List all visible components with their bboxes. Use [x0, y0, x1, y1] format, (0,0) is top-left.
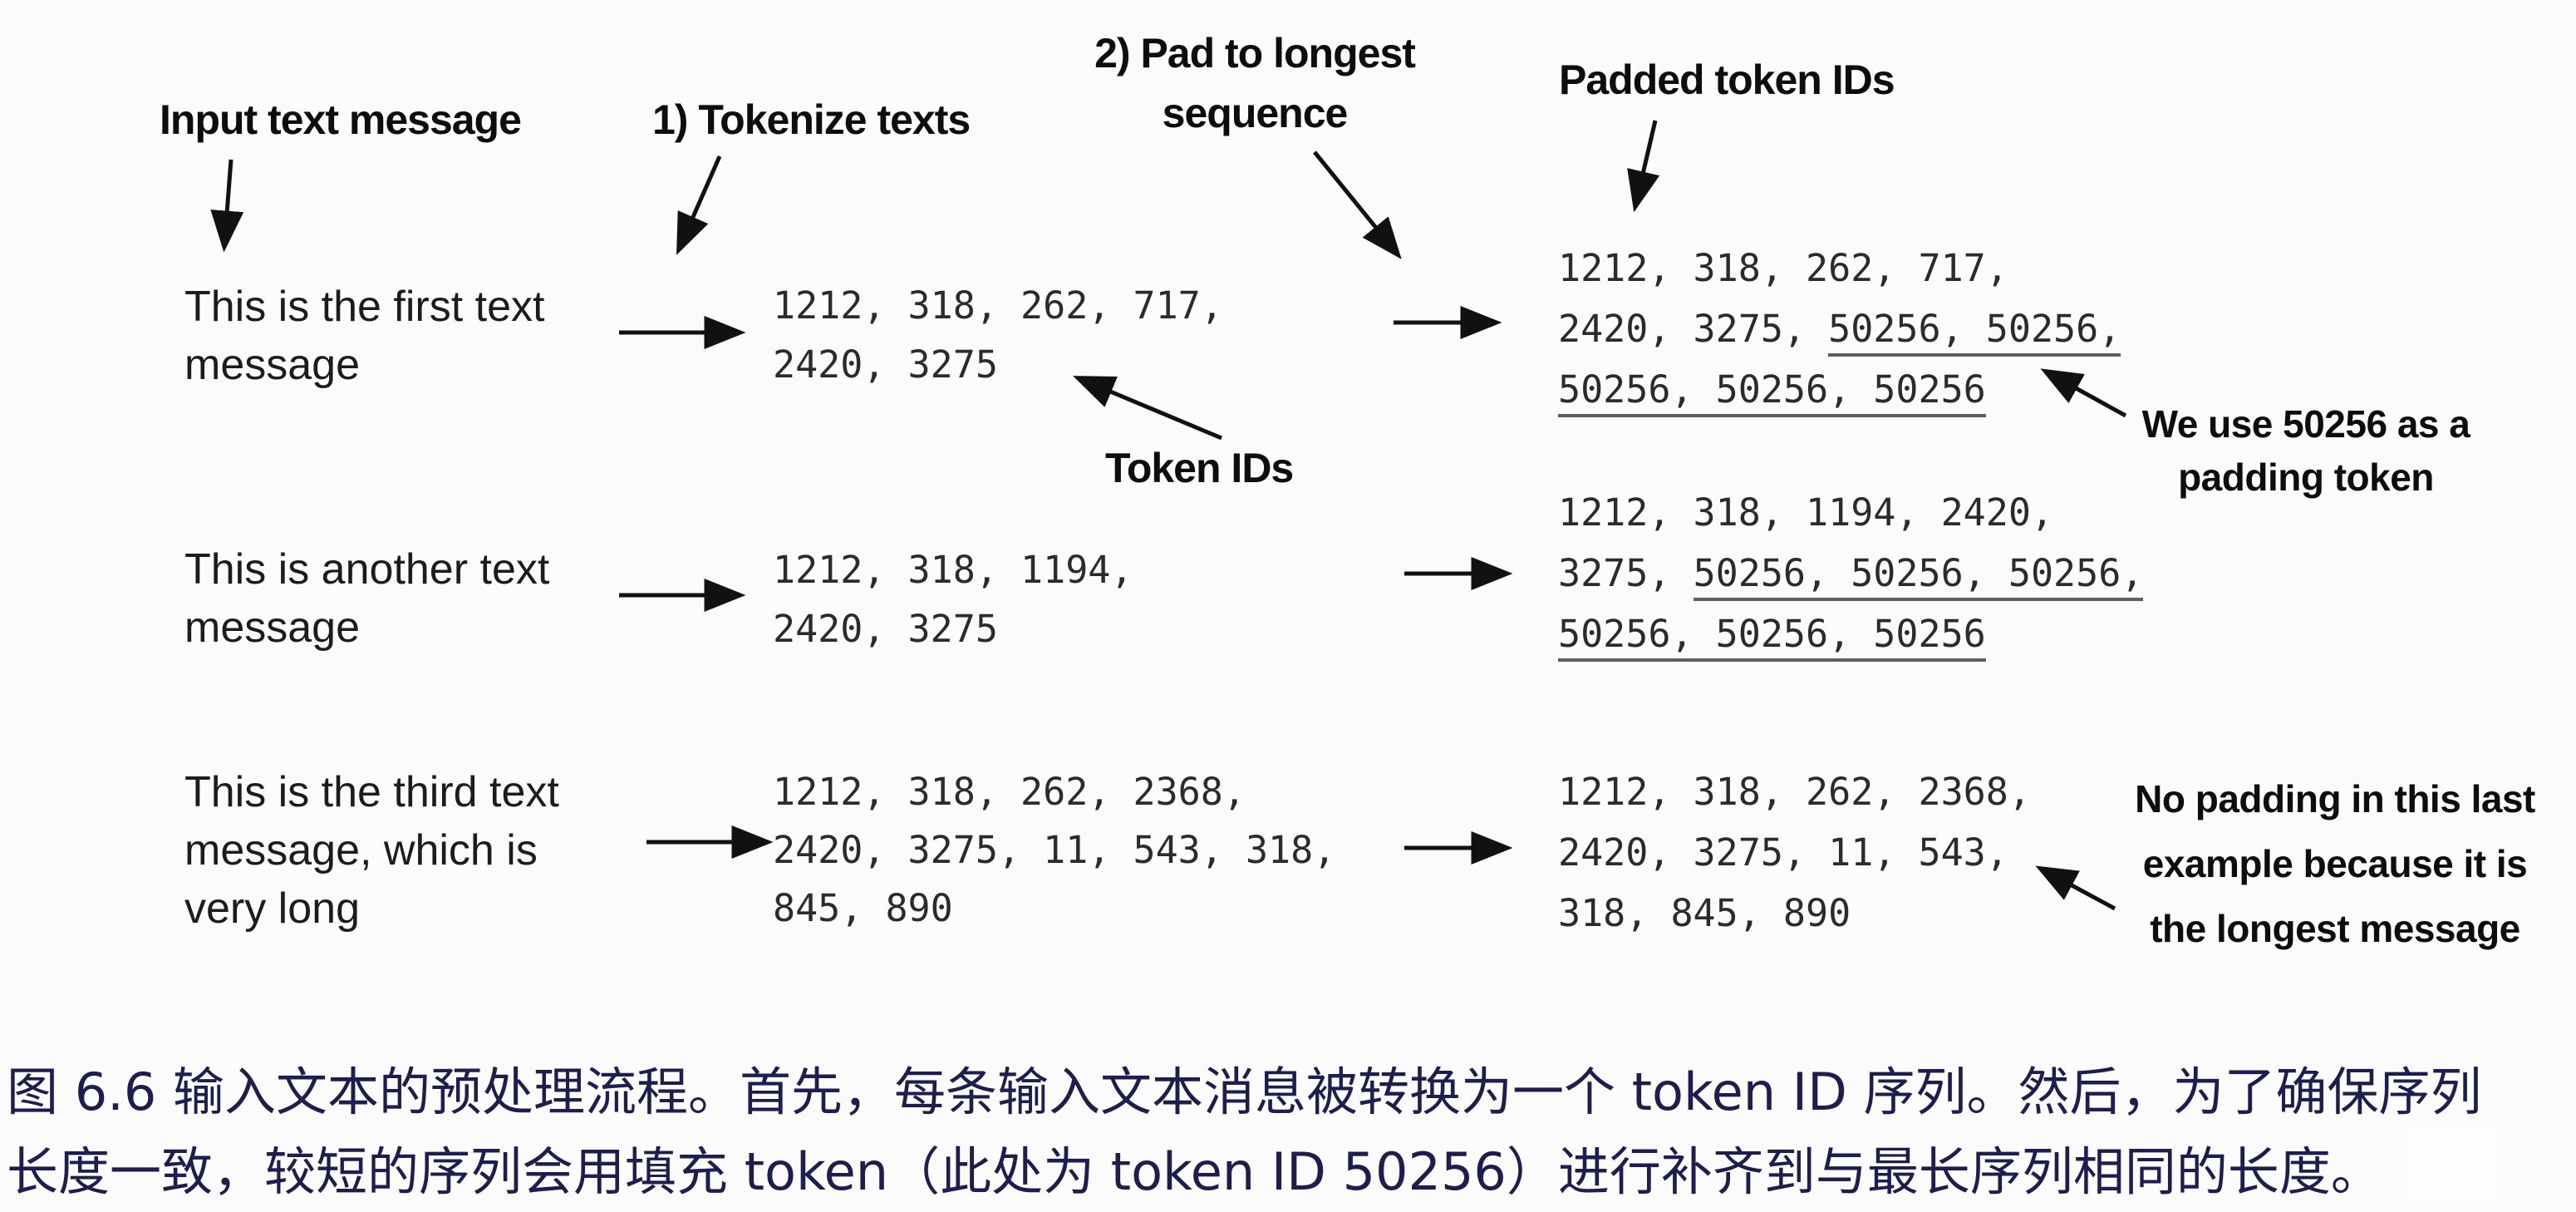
padded-token-ids-1: 1212, 318, 262, 717, 2420, 3275, 50256, …: [1558, 238, 2121, 420]
token-ids-2: 1212, 318, 1194, 2420, 3275: [773, 540, 1133, 658]
arrow-input-label-to-message: [210, 159, 244, 253]
padded-2-line3-padding: 50256, 50256, 50256: [1558, 612, 1986, 662]
note-no-padding-line1: No padding in this last: [2135, 777, 2535, 820]
message-1-line2: message: [184, 341, 360, 389]
message-3-line2: message, which is: [184, 826, 538, 875]
figure-caption-line2: 长度一致，较短的序列会用填充 token（此处为 token ID 50256）…: [7, 1141, 2382, 1202]
label-padded-token-ids: Padded token IDs: [1559, 57, 1895, 103]
padded-2-line2-padding: 50256, 50256, 50256,: [1693, 551, 2144, 601]
figure-caption: 图 6.6 输入文本的预处理流程。首先，每条输入文本消息被转换为一个 token…: [7, 1052, 2569, 1212]
note-no-padding: No padding in this last example because …: [2111, 766, 2559, 961]
message-3-line1: This is the third text: [184, 768, 559, 816]
message-2-line2: message: [184, 604, 360, 652]
padded-3-line3: 318, 845, 890: [1558, 891, 1851, 935]
padded-3-line2: 2420, 3275, 11, 543,: [1558, 830, 2008, 875]
token-ids-1: 1212, 318, 262, 717, 2420, 3275: [773, 276, 1223, 394]
token-ids-1-line2: 2420, 3275: [773, 342, 998, 387]
padded-1-line3-padding: 50256, 50256, 50256: [1558, 367, 1986, 417]
label-tokenize-texts: 1) Tokenize texts: [652, 96, 971, 143]
padded-1-line2-padding: 50256, 50256,: [1828, 307, 2121, 357]
label-token-ids: Token IDs: [1105, 445, 1294, 491]
token-ids-2-line1: 1212, 318, 1194,: [773, 548, 1133, 592]
padded-token-ids-3: 1212, 318, 262, 2368, 2420, 3275, 11, 54…: [1558, 761, 2031, 943]
token-ids-3-line3: 845, 890: [773, 886, 953, 930]
message-1: This is the first text message: [184, 278, 544, 394]
arrow-no-padding-note: [2035, 865, 2116, 911]
label-pad-to-longest: 2) Pad to longest sequence: [1089, 23, 1421, 143]
message-3: This is the third text message, which is…: [184, 763, 559, 938]
message-2: This is another text message: [184, 540, 549, 657]
note-padding-token-line2: padding token: [2178, 456, 2434, 499]
token-ids-3: 1212, 318, 262, 2368, 2420, 3275, 11, 54…: [773, 763, 1335, 938]
label-input-text-message: Input text message: [160, 96, 522, 143]
token-ids-3-line2: 2420, 3275, 11, 543, 318,: [773, 828, 1336, 872]
message-2-line1: This is another text: [184, 545, 550, 594]
figure-caption-line1: 图 6.6 输入文本的预处理流程。首先，每条输入文本消息被转换为一个 token…: [7, 1062, 2482, 1122]
message-1-line1: This is the first text: [184, 283, 545, 331]
padded-2-line1: 1212, 318, 1194, 2420,: [1558, 490, 2054, 535]
padded-1-line1: 1212, 318, 262, 717,: [1558, 246, 2008, 290]
arrow-token-ids-label: [1073, 376, 1222, 441]
label-pad-to-longest-line2: sequence: [1162, 90, 1349, 136]
arrow-padded-ids-label-to-padded: [1627, 120, 1660, 213]
padded-2-line2: 3275,: [1558, 551, 1694, 595]
padded-token-ids-2: 1212, 318, 1194, 2420, 3275, 50256, 5025…: [1558, 482, 2144, 664]
arrow-padding-note: [2040, 368, 2127, 418]
note-padding-token: We use 50256 as a padding token: [2123, 397, 2489, 504]
arrow-tokenize-label-to-tokens: [676, 155, 722, 255]
token-ids-1-line1: 1212, 318, 262, 717,: [773, 283, 1223, 328]
video-scrub-artifact: [2408, 1124, 2496, 1199]
arrow-pad-label-to-padded: [1313, 150, 1402, 259]
token-ids-2-line2: 2420, 3275: [773, 607, 998, 651]
padded-3-line1: 1212, 318, 262, 2368,: [1558, 770, 2031, 814]
note-no-padding-line2: example because it is: [2142, 842, 2528, 885]
note-no-padding-line3: the longest message: [2150, 907, 2520, 950]
padded-1-line2: 2420, 3275,: [1558, 307, 1829, 351]
token-ids-3-line1: 1212, 318, 262, 2368,: [773, 770, 1246, 814]
message-3-line3: very long: [184, 884, 360, 933]
label-pad-to-longest-line1: 2) Pad to longest: [1094, 30, 1416, 76]
note-padding-token-line1: We use 50256 as a: [2141, 402, 2470, 446]
